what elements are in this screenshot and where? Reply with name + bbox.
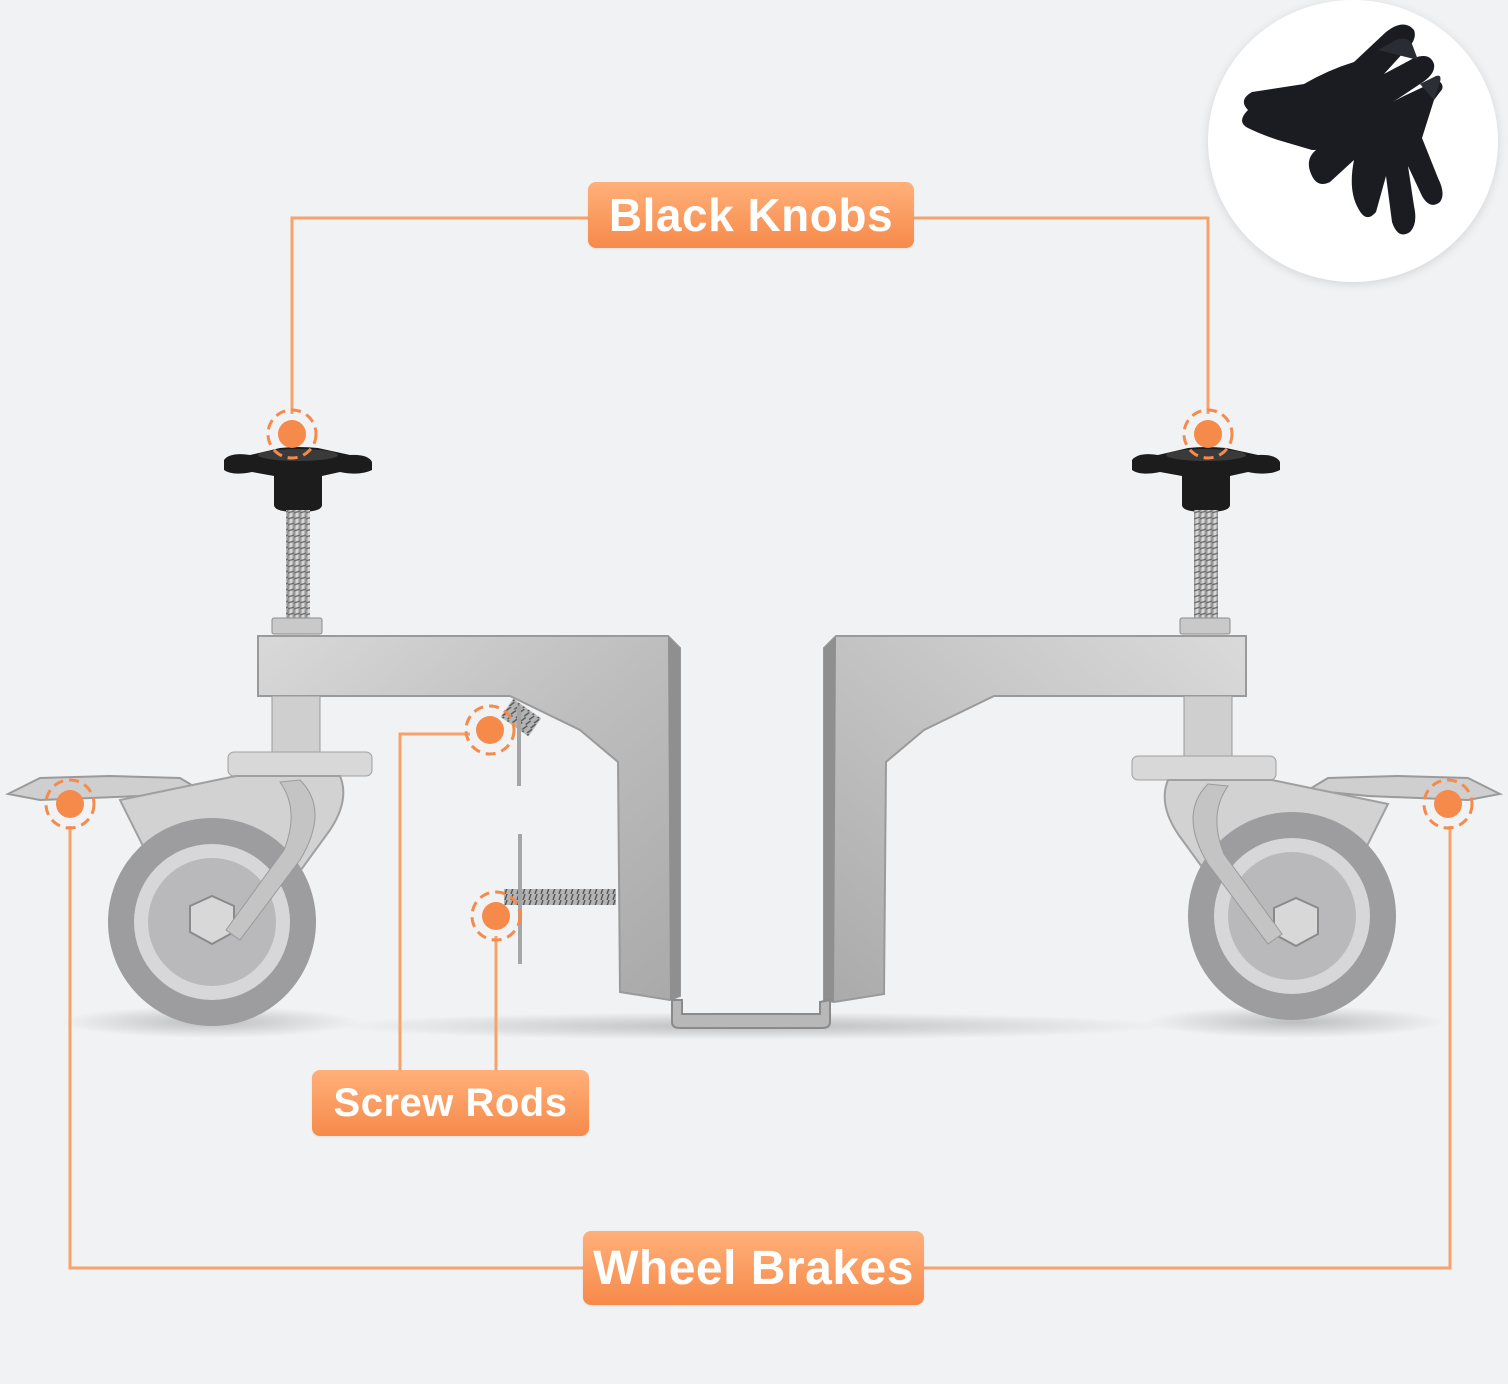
screw-rods-label: Screw Rods <box>312 1070 589 1136</box>
left-screw-rods <box>500 698 616 964</box>
gloves-icon <box>1242 24 1443 235</box>
shadow-right <box>1145 1006 1445 1038</box>
left-caster-plate <box>227 751 373 777</box>
gloves-badge <box>1208 0 1498 282</box>
hotspot-marker-icon <box>1422 778 1474 830</box>
hotspot-marker-icon <box>1182 408 1234 460</box>
right-nut <box>1179 617 1231 635</box>
left-nut <box>271 617 323 635</box>
center-u-bracket <box>671 998 831 1029</box>
right-post <box>1183 695 1233 759</box>
hotspot-markers <box>44 408 1474 942</box>
black-knobs-label: Black Knobs <box>588 182 914 248</box>
callout-line-brake-right <box>924 826 1452 1270</box>
hotspot-marker-icon <box>470 890 522 942</box>
hotspot-marker-icon <box>266 408 318 460</box>
callout-line-rod-top <box>398 732 470 1070</box>
hotspot-marker-icon <box>464 704 516 756</box>
callout-lines <box>68 216 1452 1270</box>
callout-line-knob-right <box>914 216 1210 414</box>
hotspot-marker-icon <box>44 778 96 830</box>
right-caster-plate <box>1131 755 1277 781</box>
callout-line-brake-left <box>68 826 583 1270</box>
left-black-knob <box>224 447 372 512</box>
left-post <box>271 695 321 759</box>
wheel-brakes-label: Wheel Brakes <box>583 1231 924 1305</box>
callout-line-knob-left <box>290 216 588 414</box>
right-knob-rod <box>1194 510 1218 622</box>
left-knob-rod <box>286 510 310 622</box>
right-caster-assembly <box>823 447 1504 1020</box>
left-caster-assembly <box>4 447 681 1026</box>
